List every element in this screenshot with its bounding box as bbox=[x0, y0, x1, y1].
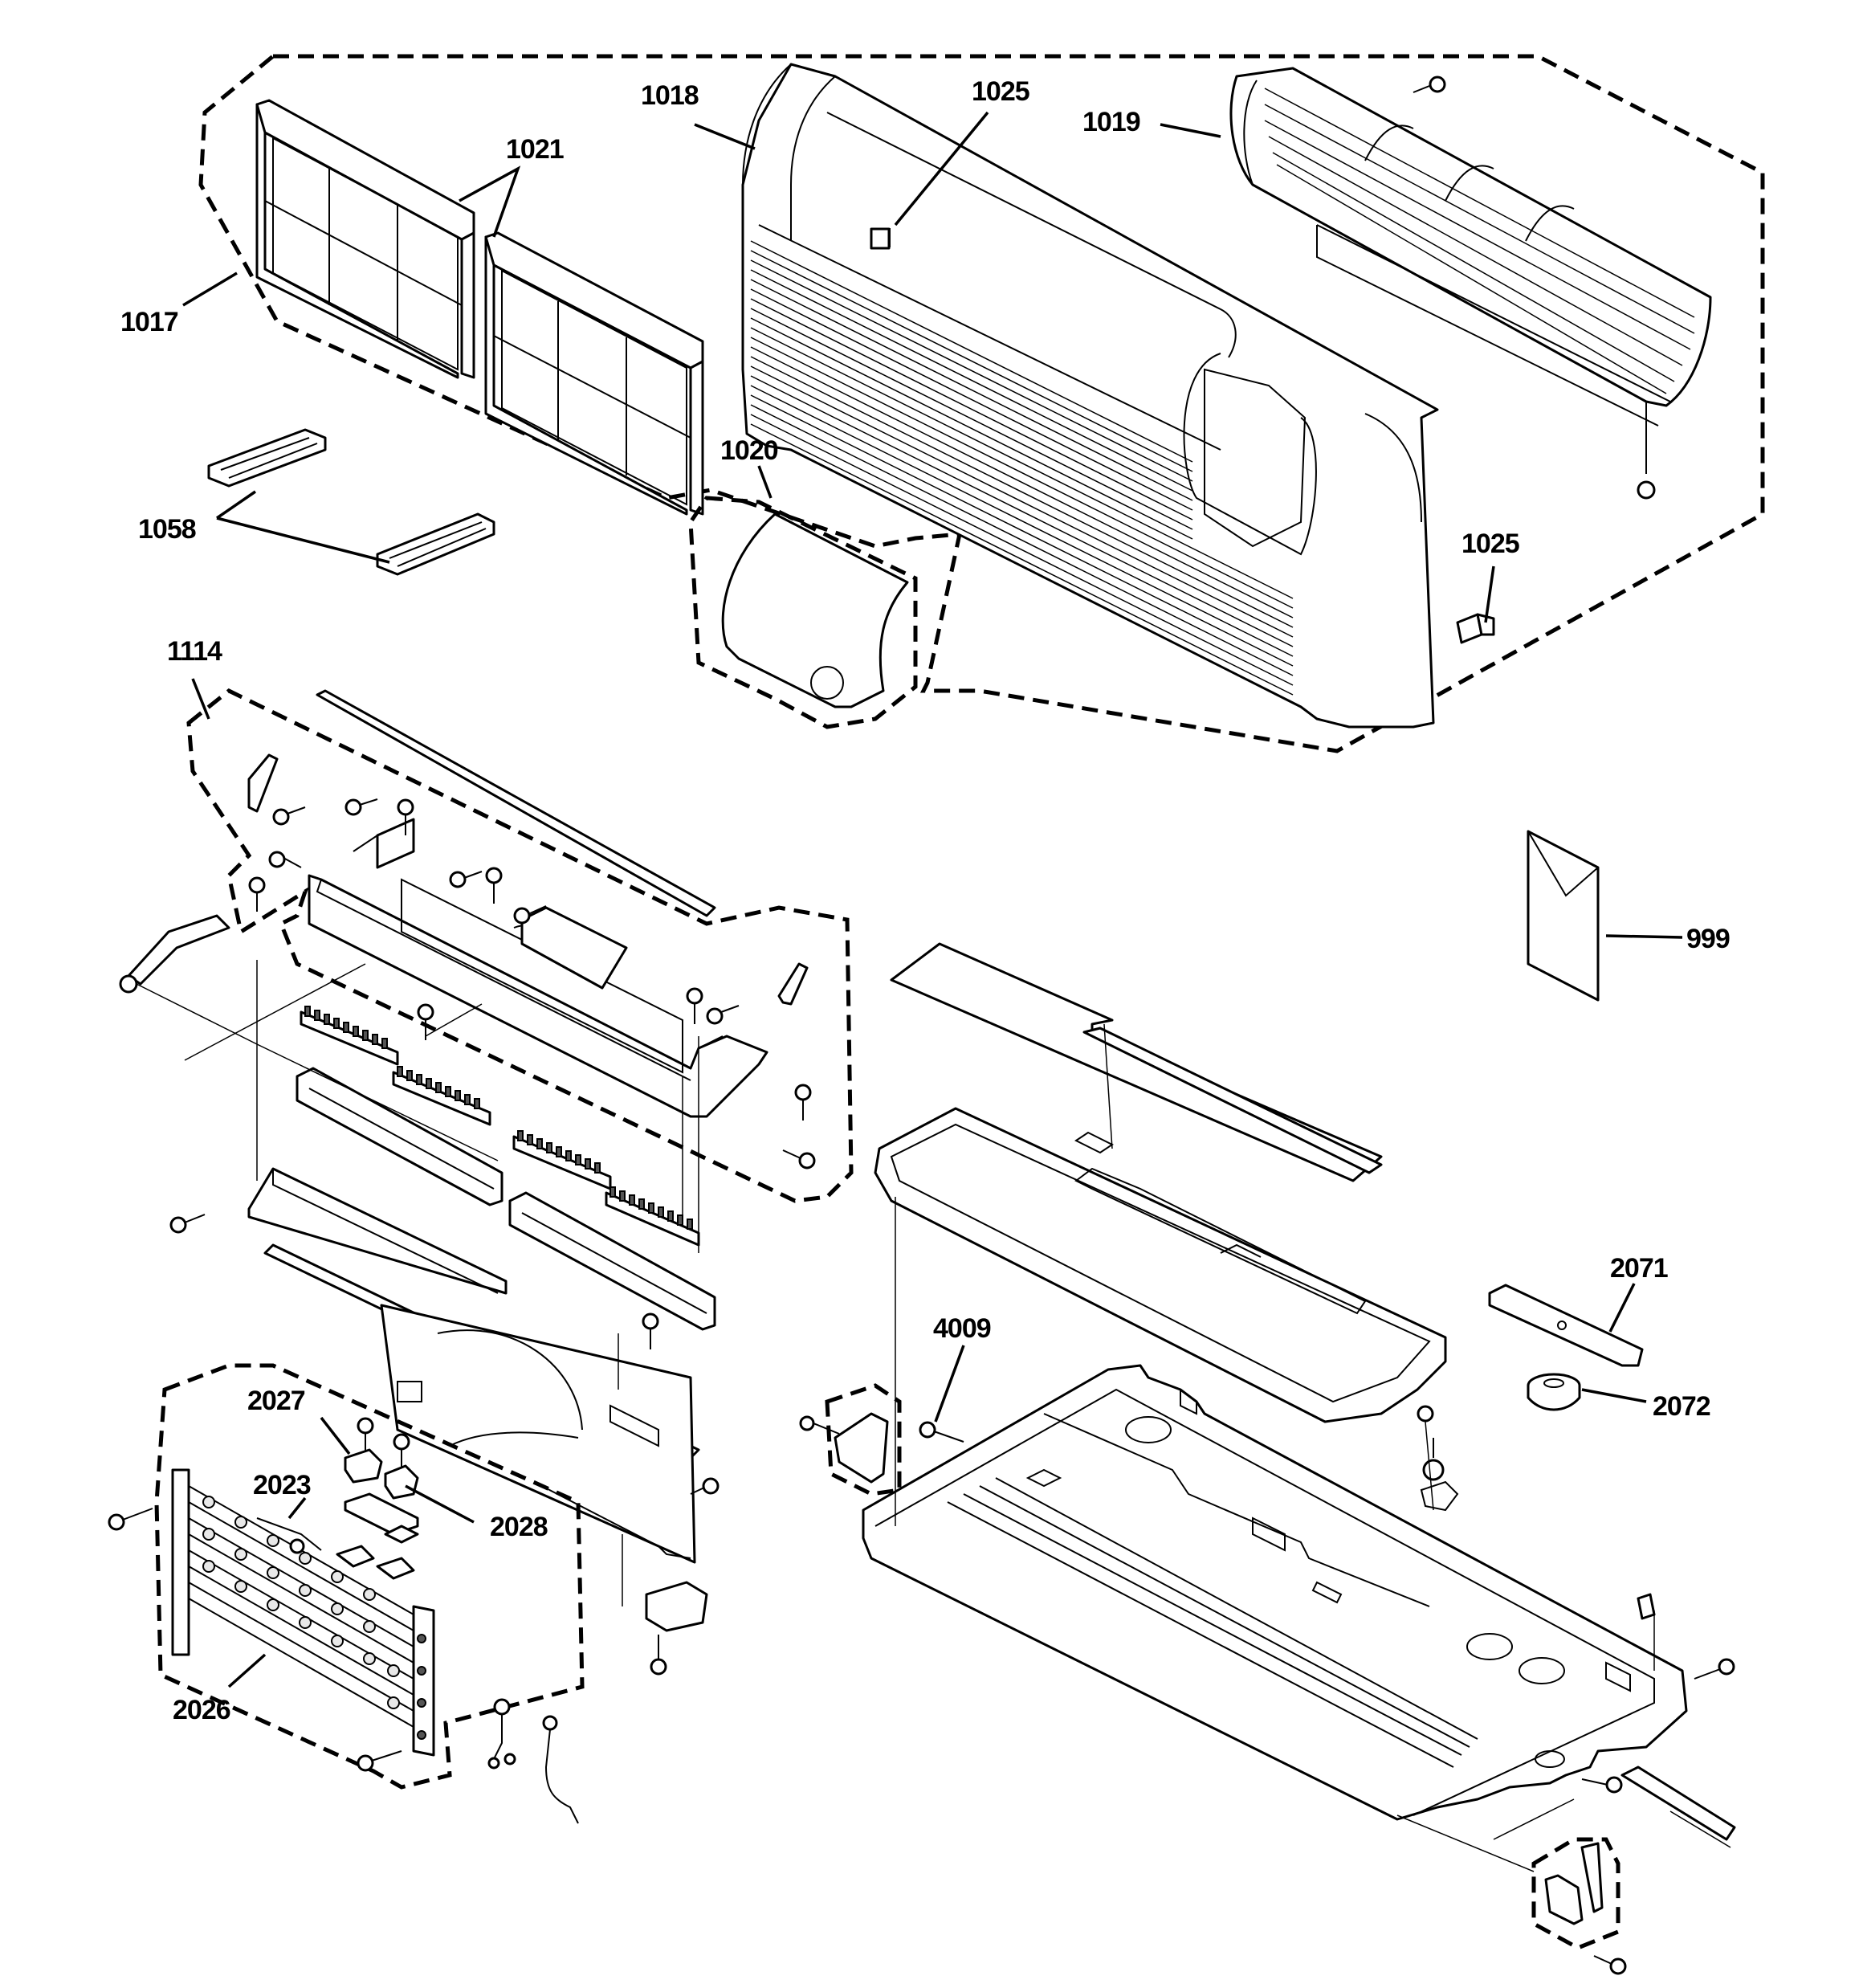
switch-bracket[interactable] bbox=[799, 1412, 889, 1484]
control-panel-rail[interactable] bbox=[316, 689, 716, 917]
bracket-2071[interactable] bbox=[1488, 1284, 1644, 1367]
support-clip[interactable] bbox=[1544, 1842, 1604, 1925]
callout-1020: 1020 bbox=[720, 435, 778, 466]
insulation-panel[interactable] bbox=[890, 942, 1383, 1182]
filter-bracket-lower[interactable] bbox=[376, 512, 495, 576]
rail-bracket[interactable] bbox=[1620, 1766, 1736, 1841]
heater-channel-left[interactable] bbox=[296, 1067, 503, 1206]
thermal-limit-2027[interactable] bbox=[344, 1417, 383, 1484]
callout-1019: 1019 bbox=[1082, 107, 1140, 137]
callout-1025-lower: 1025 bbox=[1461, 529, 1519, 559]
callout-1021: 1021 bbox=[506, 134, 564, 165]
panel-screws[interactable] bbox=[169, 798, 816, 1495]
fuse-link-2023[interactable] bbox=[256, 1517, 415, 1580]
clip-lower[interactable] bbox=[1456, 613, 1495, 644]
filter-bracket-upper[interactable] bbox=[207, 428, 327, 488]
leader-lines bbox=[182, 111, 1683, 1688]
callout-2023: 2023 bbox=[253, 1470, 311, 1500]
chassis-plate[interactable] bbox=[247, 1167, 508, 1295]
compressor-mount[interactable] bbox=[1417, 1405, 1459, 1512]
terminal-strip-far-right[interactable] bbox=[605, 1186, 700, 1247]
control-panel-board[interactable] bbox=[401, 878, 683, 1074]
clip-upper[interactable] bbox=[870, 227, 891, 250]
callout-4009: 4009 bbox=[933, 1313, 991, 1344]
ground-wire[interactable] bbox=[487, 1698, 579, 1824]
callout-2026: 2026 bbox=[173, 1695, 230, 1725]
drain-tray-strip[interactable] bbox=[1082, 1027, 1383, 1174]
terminal-block[interactable] bbox=[645, 1581, 708, 1676]
air-filter-left[interactable] bbox=[255, 99, 475, 379]
base-pan-screws[interactable] bbox=[1581, 1658, 1735, 1975]
callout-1025-upper: 1025 bbox=[972, 76, 1029, 107]
louver-screw-bottom[interactable] bbox=[1637, 402, 1656, 500]
panel-strip-right[interactable] bbox=[777, 962, 809, 1006]
grommet-2072[interactable] bbox=[1527, 1373, 1581, 1411]
terminal-strip-upper-left[interactable] bbox=[300, 1006, 399, 1066]
callout-2027: 2027 bbox=[247, 1386, 305, 1416]
thermal-limit-2028[interactable] bbox=[344, 1433, 419, 1544]
callout-2028: 2028 bbox=[490, 1512, 548, 1542]
control-door-boundary bbox=[688, 496, 918, 729]
callout-labels: 1017 1018 1019 1020 1021 1025 1025 1058 … bbox=[120, 76, 1731, 1725]
discharge-louver[interactable] bbox=[1229, 67, 1712, 427]
panel-guide-lines bbox=[136, 960, 699, 1606]
control-panel-boundary bbox=[186, 688, 854, 1203]
callout-1018: 1018 bbox=[641, 80, 699, 111]
screw-4009[interactable] bbox=[919, 1421, 964, 1443]
bracket-clip-right[interactable] bbox=[1637, 1593, 1656, 1620]
heater-channel-right[interactable] bbox=[508, 1191, 716, 1331]
switch-bracket-boundary bbox=[825, 1383, 902, 1496]
callout-1058: 1058 bbox=[138, 514, 196, 545]
callout-2071: 2071 bbox=[1610, 1253, 1668, 1284]
owners-manual[interactable] bbox=[1527, 830, 1600, 1002]
callout-999: 999 bbox=[1686, 924, 1730, 954]
louver-screw-top[interactable] bbox=[1413, 76, 1446, 93]
terminal-strip-lower-right[interactable] bbox=[512, 1130, 612, 1190]
callout-1017: 1017 bbox=[120, 307, 178, 337]
heater-element[interactable] bbox=[171, 1468, 435, 1757]
heater-assembly-boundary bbox=[154, 1363, 585, 1790]
support-clip-boundary bbox=[1531, 1837, 1620, 1950]
base-pan[interactable] bbox=[862, 1364, 1688, 1821]
wire-harness[interactable] bbox=[119, 914, 230, 994]
base-guide-lines bbox=[895, 1023, 1731, 1872]
drain-pan[interactable] bbox=[874, 1107, 1447, 1423]
callout-2072: 2072 bbox=[1653, 1391, 1710, 1422]
heater-screws[interactable] bbox=[108, 1508, 402, 1772]
terminal-strip-upper-middle[interactable] bbox=[392, 1066, 491, 1126]
control-door[interactable] bbox=[721, 512, 909, 708]
front-cover[interactable] bbox=[741, 63, 1439, 729]
panel-strip-left[interactable] bbox=[247, 753, 279, 813]
heater-bracket[interactable] bbox=[263, 1243, 700, 1564]
control-panel-main[interactable] bbox=[308, 818, 768, 1118]
air-filter-right[interactable] bbox=[484, 231, 704, 516]
callout-1114: 1114 bbox=[167, 636, 222, 667]
